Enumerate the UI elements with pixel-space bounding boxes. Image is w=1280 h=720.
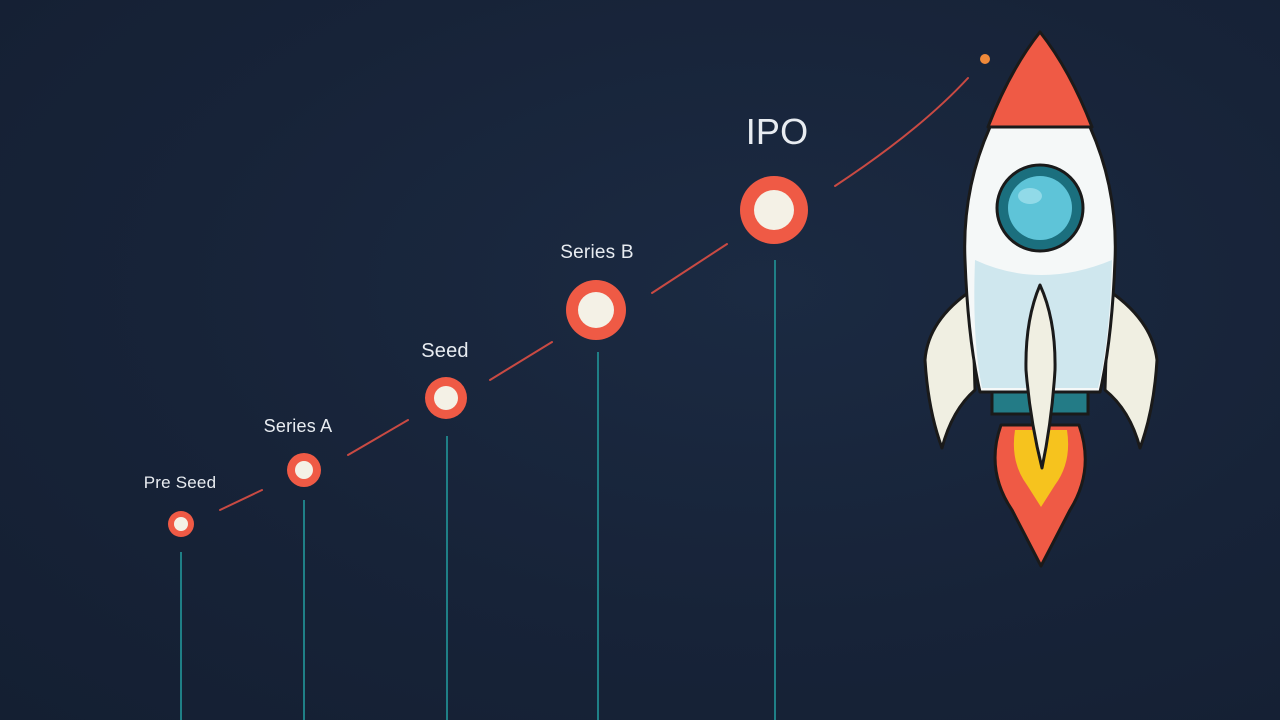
stage-label-seed: Seed (421, 340, 469, 362)
trajectory-segment (834, 77, 969, 187)
rocket-nose-cone (986, 30, 1094, 129)
stage-label-pre-seed: Pre Seed (143, 473, 217, 492)
rocket-window-highlight (1018, 188, 1042, 204)
milestone-markers (168, 176, 808, 537)
rocket-right-fin (1103, 288, 1159, 450)
milestone-seed (425, 377, 467, 419)
trajectory-segment (651, 243, 728, 294)
milestone-series-a (287, 453, 321, 487)
rocket-left-fin (923, 288, 977, 450)
milestone-series-b (566, 280, 626, 340)
stage-label-ipo: IPO (745, 111, 809, 152)
growth-trajectory (219, 54, 990, 511)
trajectory-segment (219, 489, 263, 511)
trajectory-segment (489, 341, 553, 381)
milestone-pre-seed (168, 511, 194, 537)
milestone-ipo (740, 176, 808, 244)
rocket-icon (923, 30, 1159, 568)
trajectory-segment (347, 419, 409, 456)
rocket-center-fin (1024, 283, 1057, 470)
milestone-stems (180, 260, 776, 720)
rocket-window (1008, 176, 1072, 240)
trajectory-end-dot (980, 54, 990, 64)
stage-label-series-b: Series B (560, 242, 634, 263)
stage-label-series-a: Series A (263, 416, 333, 436)
